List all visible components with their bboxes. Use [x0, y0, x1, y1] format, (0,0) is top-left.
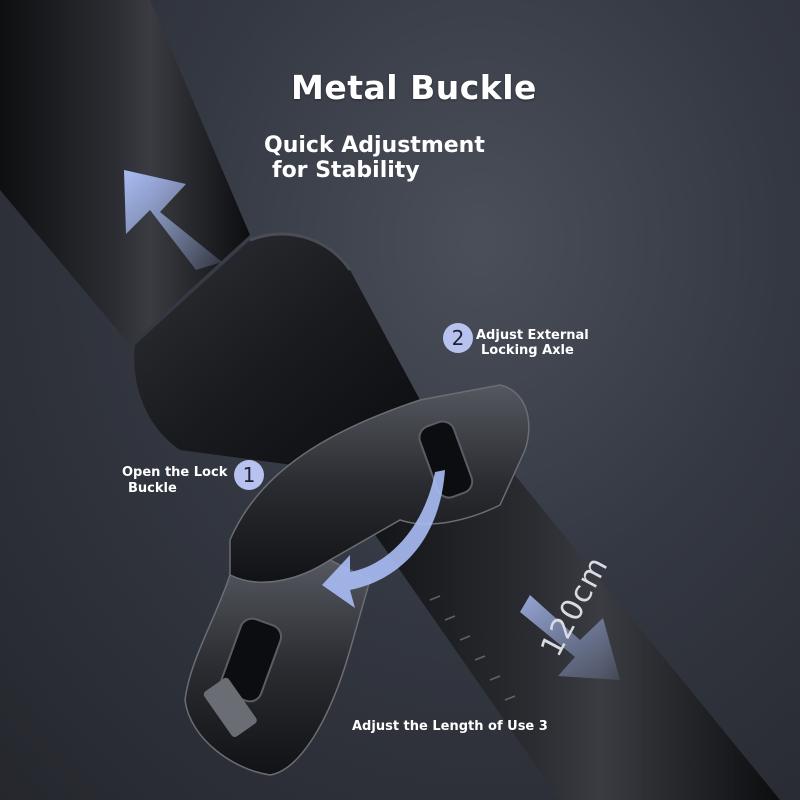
step-2-label-line-1: Adjust External [476, 328, 589, 343]
headline: Metal Buckle [291, 68, 537, 107]
step-1-label-line-1: Open the Lock [122, 465, 228, 480]
arrow-down [520, 595, 620, 680]
step-3-label: Adjust the Length of Use 3 [352, 719, 548, 734]
pole-scale-ticks [429, 595, 516, 701]
arrow-up [124, 170, 222, 270]
subheadline-line-1: Quick Adjustment [264, 133, 485, 158]
clamp-pin [203, 677, 257, 737]
subheadline-line-2: for Stability [272, 158, 420, 183]
clamp-slot-upper [418, 420, 474, 499]
collar-sleeve [134, 234, 420, 470]
arrow-rotate [322, 470, 445, 608]
step-2-label-line-2: Locking Axle [481, 343, 574, 358]
step-1-label-line-2: Buckle [128, 481, 177, 496]
step-2-badge: 2 [443, 323, 473, 353]
step-1-badge: 1 [234, 460, 264, 490]
